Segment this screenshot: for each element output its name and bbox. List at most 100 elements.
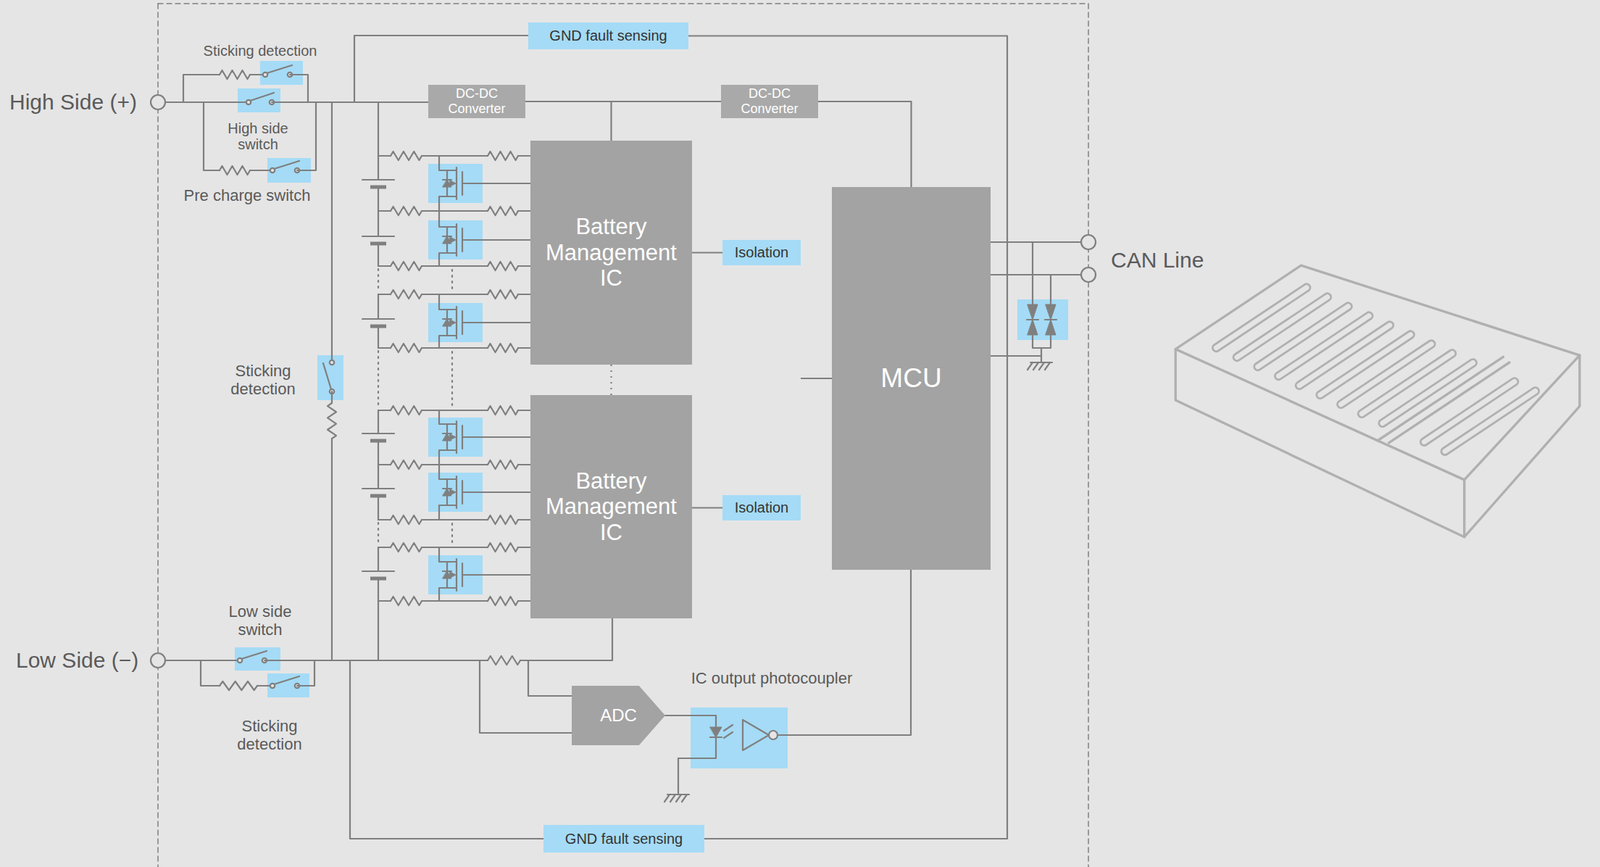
housing-outline — [1087, 3, 1090, 867]
wire — [331, 438, 333, 661]
wire — [421, 293, 488, 295]
wire — [421, 463, 488, 466]
terminal-label: High Side (+) — [7, 89, 139, 115]
mosfet-symbol — [439, 505, 457, 520]
wire — [331, 102, 333, 363]
wire — [518, 518, 531, 521]
annotation-label: High side switch — [216, 120, 300, 153]
wire — [377, 294, 379, 319]
wire — [421, 546, 488, 548]
wire — [264, 659, 488, 661]
annotation-label: Sticking detection — [214, 362, 312, 398]
wire — [378, 409, 391, 411]
signal-wire — [692, 506, 723, 508]
wire — [520, 618, 613, 661]
switch-contact — [270, 168, 275, 173]
wire — [297, 102, 316, 171]
light-arrow — [723, 724, 733, 731]
wire — [378, 293, 391, 295]
wire — [990, 355, 1042, 357]
sensing-box: GND fault sensing — [528, 22, 689, 50]
ground-symbol — [664, 794, 670, 802]
dotted-continuation — [377, 522, 379, 545]
signal-wire — [800, 377, 832, 379]
cell-symbol — [362, 570, 395, 572]
highlight-box — [234, 647, 281, 671]
wire — [421, 210, 488, 212]
wire — [518, 347, 531, 349]
mosfet-symbol — [439, 294, 457, 310]
node-text: GND fault sensing — [549, 27, 667, 45]
mosfet-symbol — [439, 547, 457, 562]
highlight-box — [260, 60, 303, 85]
annotation-label: IC output photocoupler — [689, 669, 855, 688]
terminal-label: CAN Line — [1109, 247, 1206, 273]
wire — [518, 409, 531, 411]
resistor-symbol — [487, 261, 519, 271]
wire — [271, 101, 429, 103]
pack-slot — [1444, 390, 1536, 451]
resistor-symbol — [487, 596, 519, 606]
wire — [518, 210, 531, 212]
signal-wire — [692, 251, 723, 253]
wire — [377, 495, 379, 520]
wire — [378, 347, 391, 349]
mcu-box: MCU — [831, 186, 991, 570]
ground-symbol — [670, 794, 676, 802]
wire — [1031, 242, 1034, 305]
mosfet-symbol — [439, 464, 457, 479]
highlight-layer — [234, 60, 1069, 769]
gate-wire — [462, 239, 531, 241]
ground-symbol — [1044, 362, 1050, 370]
cell-symbol — [370, 576, 387, 581]
highlight-box — [317, 355, 344, 400]
cell-symbol — [370, 185, 387, 190]
wire — [421, 409, 488, 411]
cell-symbol — [370, 439, 387, 443]
node-text: Battery Management IC — [534, 213, 688, 292]
pack-drawing — [1175, 265, 1580, 537]
ground-symbol — [676, 794, 682, 802]
wire — [377, 547, 379, 572]
switch-contact — [263, 72, 268, 77]
resistor-symbol — [487, 460, 519, 469]
mosfet-symbol — [450, 319, 456, 326]
terminal-symbol — [150, 94, 166, 110]
resistor-symbol — [219, 70, 250, 79]
wire — [528, 660, 572, 696]
mosfet-symbol — [450, 571, 456, 578]
adc-block: ADC — [571, 685, 666, 745]
wire — [378, 155, 391, 157]
wire — [518, 155, 531, 157]
wire — [377, 243, 379, 266]
dotted-continuation — [451, 269, 453, 291]
wire — [421, 265, 488, 267]
node-text: GND fault sensing — [565, 830, 683, 848]
wire — [421, 155, 488, 157]
ground-symbol — [1033, 362, 1039, 370]
resistor-symbol — [390, 460, 422, 469]
cell-symbol — [362, 487, 395, 490]
ground-symbol — [1027, 362, 1033, 370]
mosfet-symbol — [439, 196, 457, 211]
mosfet-symbol — [450, 434, 456, 440]
resistor-symbol — [390, 405, 422, 415]
cell-symbol — [370, 494, 387, 498]
wire — [518, 463, 531, 466]
resistor-symbol — [487, 515, 519, 524]
wire — [289, 74, 308, 103]
switch-contact — [329, 360, 335, 365]
cell-symbol — [362, 432, 395, 435]
signal-wire — [818, 101, 912, 187]
switch-lever — [323, 363, 332, 390]
tvs-diode — [1027, 304, 1038, 320]
wire — [378, 210, 391, 212]
wire — [990, 241, 1082, 243]
sensing-box: GND fault sensing — [543, 824, 705, 853]
highlight-box — [237, 88, 281, 113]
wire — [518, 546, 531, 548]
annotation-label: Sticking detection — [221, 717, 319, 753]
converter-box: DC-DC Converter — [428, 84, 526, 119]
resistor-symbol — [487, 343, 519, 353]
pack-edge — [1463, 479, 1466, 537]
